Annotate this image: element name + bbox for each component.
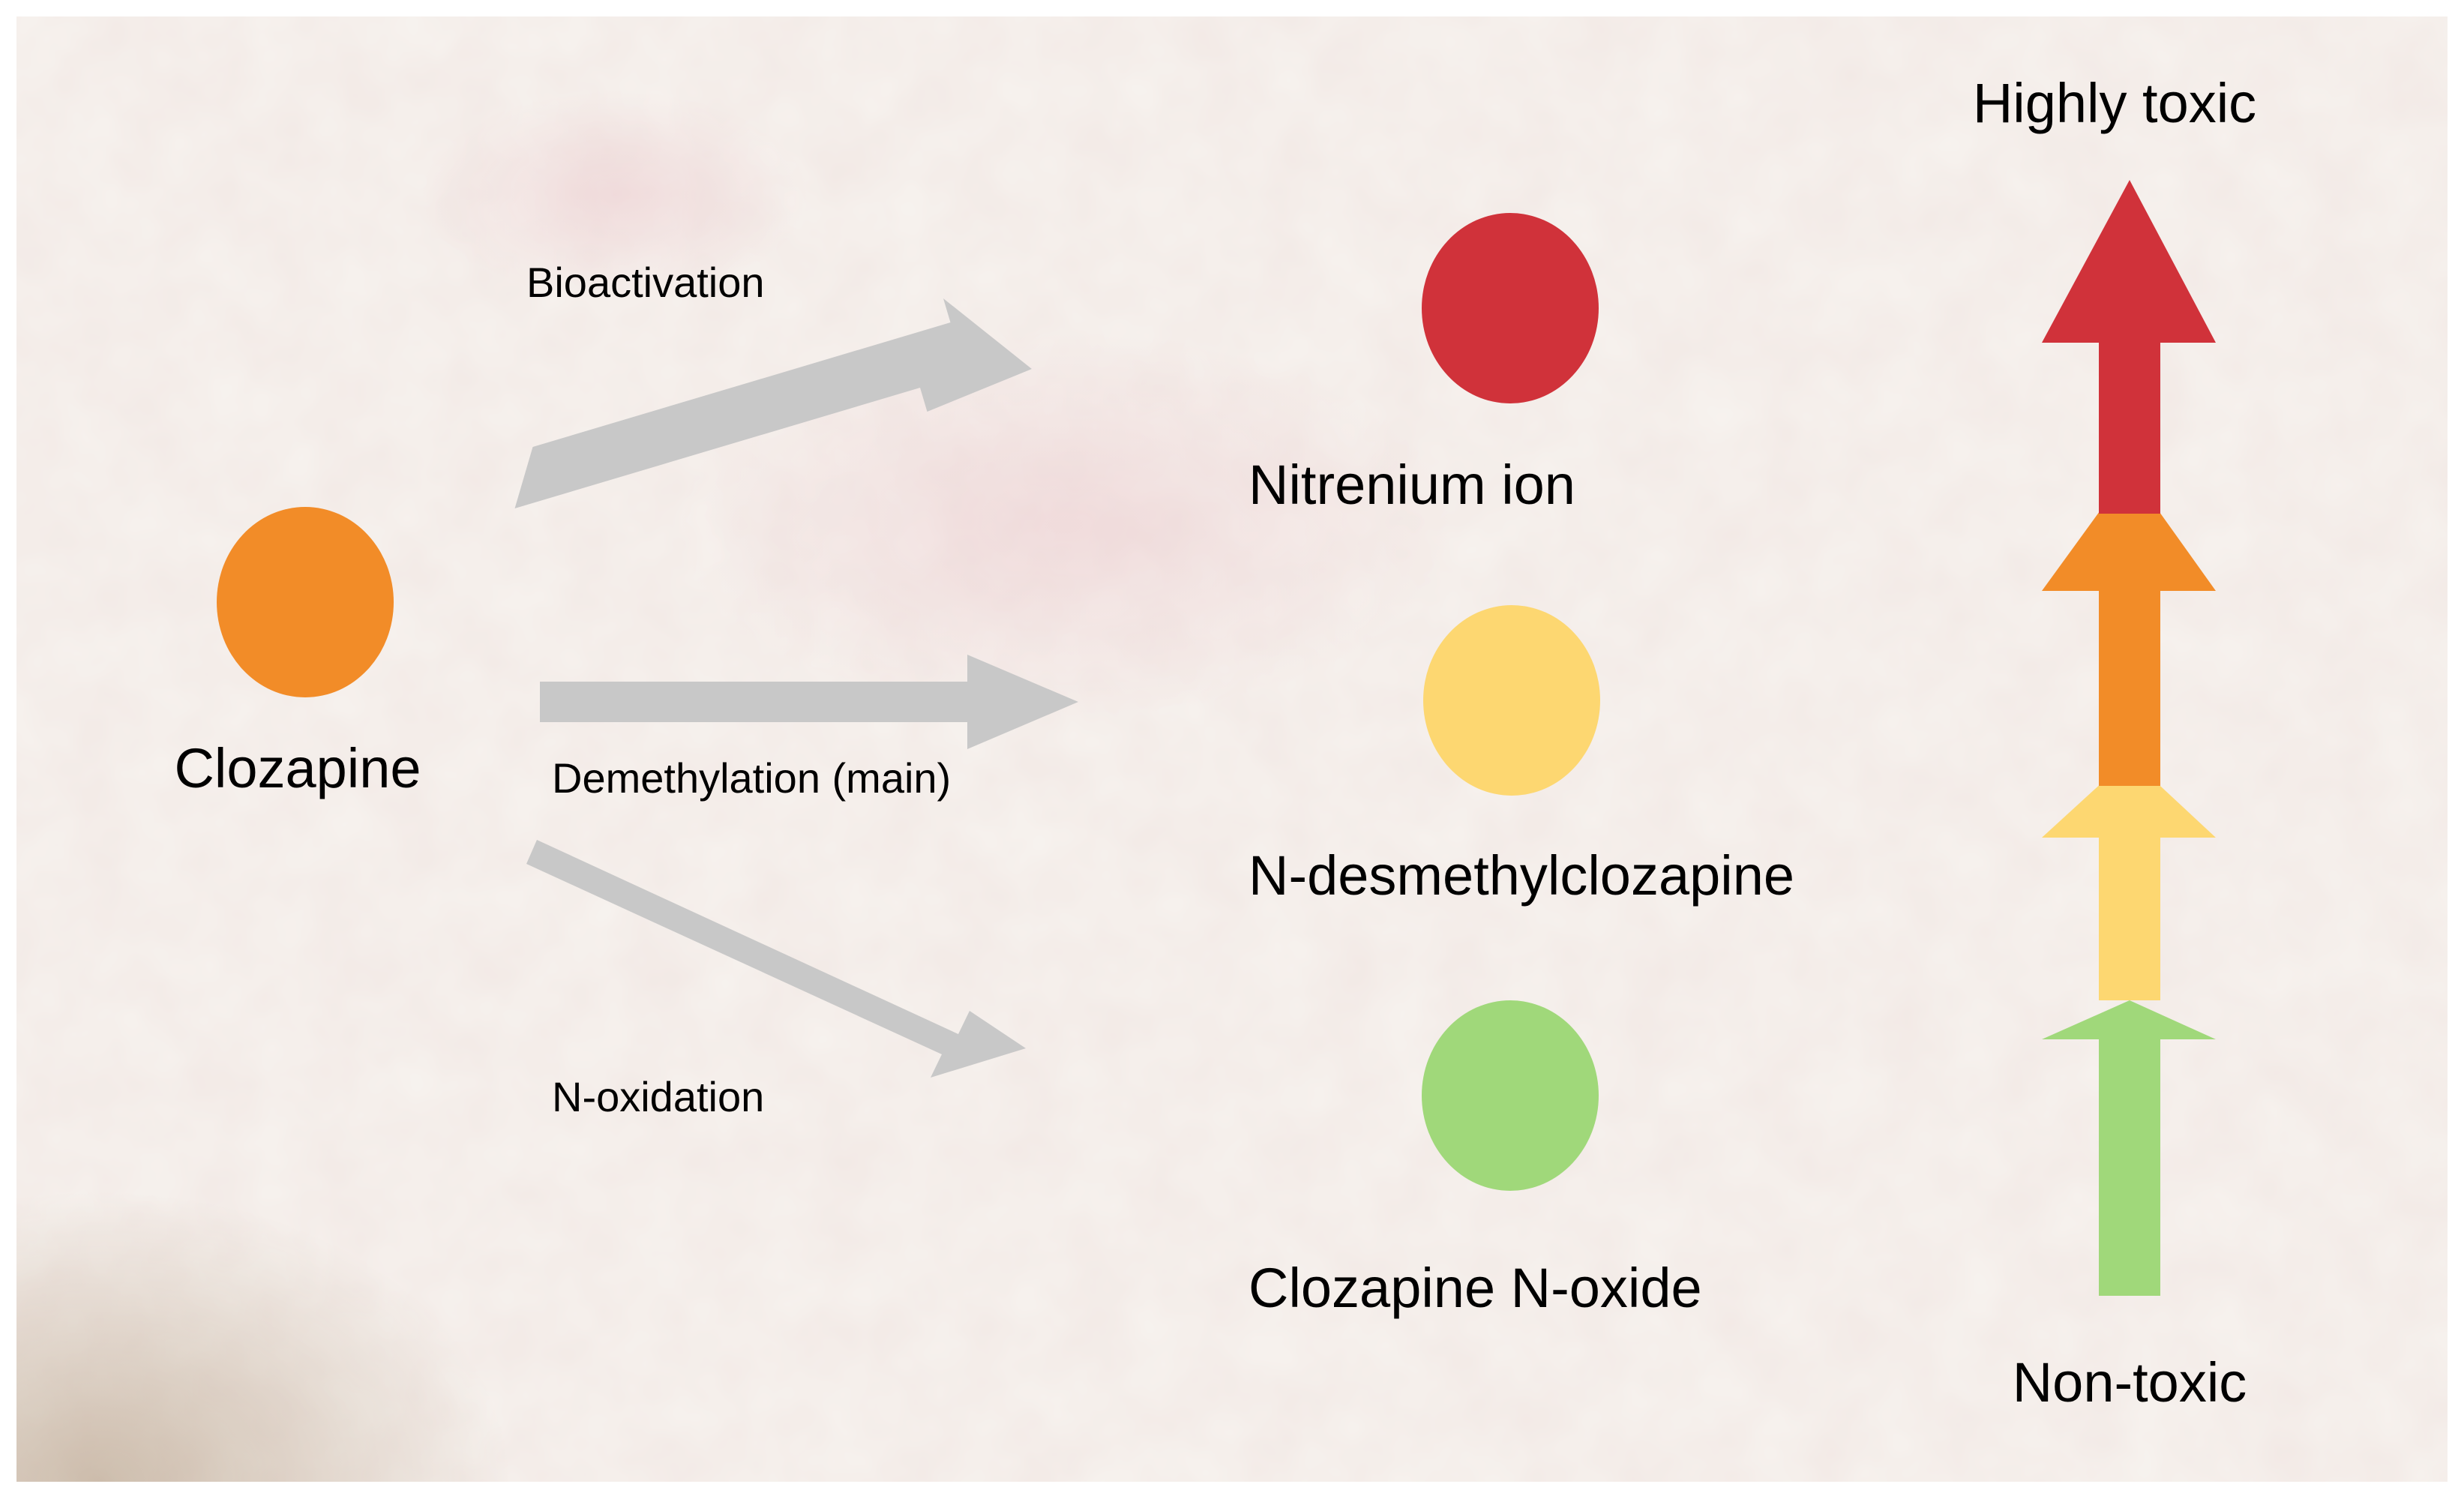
pathway-label-demethylation: Demethylation (main) [552,754,951,802]
pathway-arrows [514,298,1078,1078]
clozapine-circle [217,507,394,697]
clozapine-n-oxide-label: Clozapine N-oxide [1248,1257,1702,1319]
n-desmethylclozapine-circle [1423,605,1600,796]
toxicity-level-high [2042,180,2216,514]
source-node: Clozapine [174,507,421,799]
toxicity-level-moderate [2042,470,2216,786]
toxicity-scale: Highly toxic Non-toxic [1973,72,2256,1414]
paper-background [16,16,2448,1482]
pathway-label-bioactivation: Bioactivation [526,259,765,306]
bioactivation-arrow [514,298,1032,508]
clozapine-label: Clozapine [174,737,421,799]
metabolite-nodes: Nitrenium ion N-desmethylclozapine Cloza… [1248,213,1794,1319]
demethylation-arrow [540,655,1078,749]
nitrenium-ion-circle [1422,213,1599,403]
pathway-label-n-oxidation: N-oxidation [552,1073,764,1120]
nitrenium-ion-label: Nitrenium ion [1248,454,1575,516]
non-toxic-label: Non-toxic [2013,1351,2247,1414]
toxicity-level-non-toxic [2042,1000,2216,1296]
n-oxidation-arrow [526,840,1026,1078]
clozapine-n-oxide-circle [1422,1000,1599,1191]
toxicity-level-mild [2042,757,2216,1000]
pathway-labels: Bioactivation Demethylation (main) N-oxi… [526,259,951,1120]
n-desmethylclozapine-label: N-desmethylclozapine [1248,844,1794,907]
highly-toxic-label: Highly toxic [1973,72,2256,134]
